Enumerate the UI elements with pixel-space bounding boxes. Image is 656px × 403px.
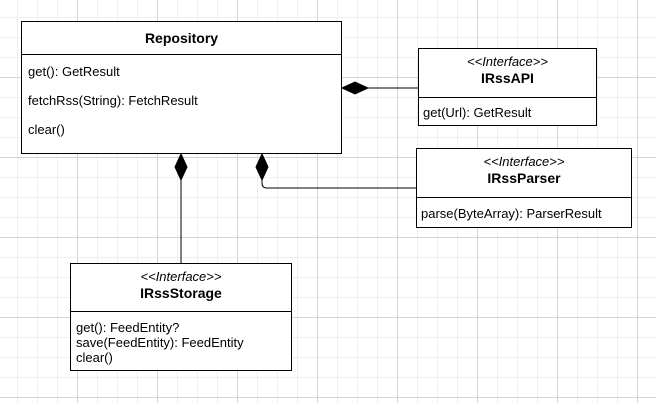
member-list: get(): GetResult fetchRss(String): Fetch… <box>22 55 341 137</box>
composition-repository-irssparser[interactable] <box>255 152 416 189</box>
class-name: IRssAPI <box>481 70 534 86</box>
composition-repository-irssstorage[interactable] <box>174 152 188 263</box>
interface-stereotype: <<Interface>> <box>140 269 222 284</box>
interface-stereotype: <<Interface>> <box>467 54 548 69</box>
class-header: <<Interface>> IRssStorage <box>71 264 291 312</box>
class-name: IRssStorage <box>140 285 222 301</box>
class-irssapi[interactable]: <<Interface>> IRssAPI get(Url): GetResul… <box>418 48 597 126</box>
class-irssparser[interactable]: <<Interface>> IRssParser parse(ByteArray… <box>416 148 632 228</box>
member-list: parse(ByteArray): ParserResult <box>417 198 631 222</box>
method-clear: clear() <box>76 350 113 365</box>
class-header: <<Interface>> IRssParser <box>417 149 631 198</box>
member-list: get(Url): GetResult <box>419 98 596 121</box>
interface-stereotype: <<Interface>> <box>483 154 565 169</box>
composition-diamond-irssstorage <box>174 152 188 182</box>
class-header: Repository <box>22 22 341 55</box>
method-get: get(): FeedEntity? <box>76 320 180 335</box>
method-fetch-rss: fetchRss(String): FetchResult <box>28 93 198 108</box>
member-list: get(): FeedEntity? save(FeedEntity): Fee… <box>71 312 291 365</box>
method-parse: parse(ByteArray): ParserResult <box>421 206 602 221</box>
class-header: <<Interface>> IRssAPI <box>419 49 596 98</box>
class-name: IRssParser <box>487 170 561 186</box>
composition-diamond-irssapi <box>340 81 370 95</box>
connector-line-irssparser <box>261 180 416 189</box>
composition-repository-irssapi[interactable] <box>340 81 418 95</box>
method-get: get(): GetResult <box>28 64 120 79</box>
composition-diamond-irssparser <box>255 152 269 182</box>
class-repository[interactable]: Repository get(): GetResult fetchRss(Str… <box>21 21 342 154</box>
method-save: save(FeedEntity): FeedEntity <box>76 335 244 350</box>
method-clear: clear() <box>28 122 65 137</box>
class-name: Repository <box>144 30 219 46</box>
class-irssstorage[interactable]: <<Interface>> IRssStorage get(): FeedEnt… <box>70 263 292 371</box>
method-get: get(Url): GetResult <box>423 105 532 120</box>
